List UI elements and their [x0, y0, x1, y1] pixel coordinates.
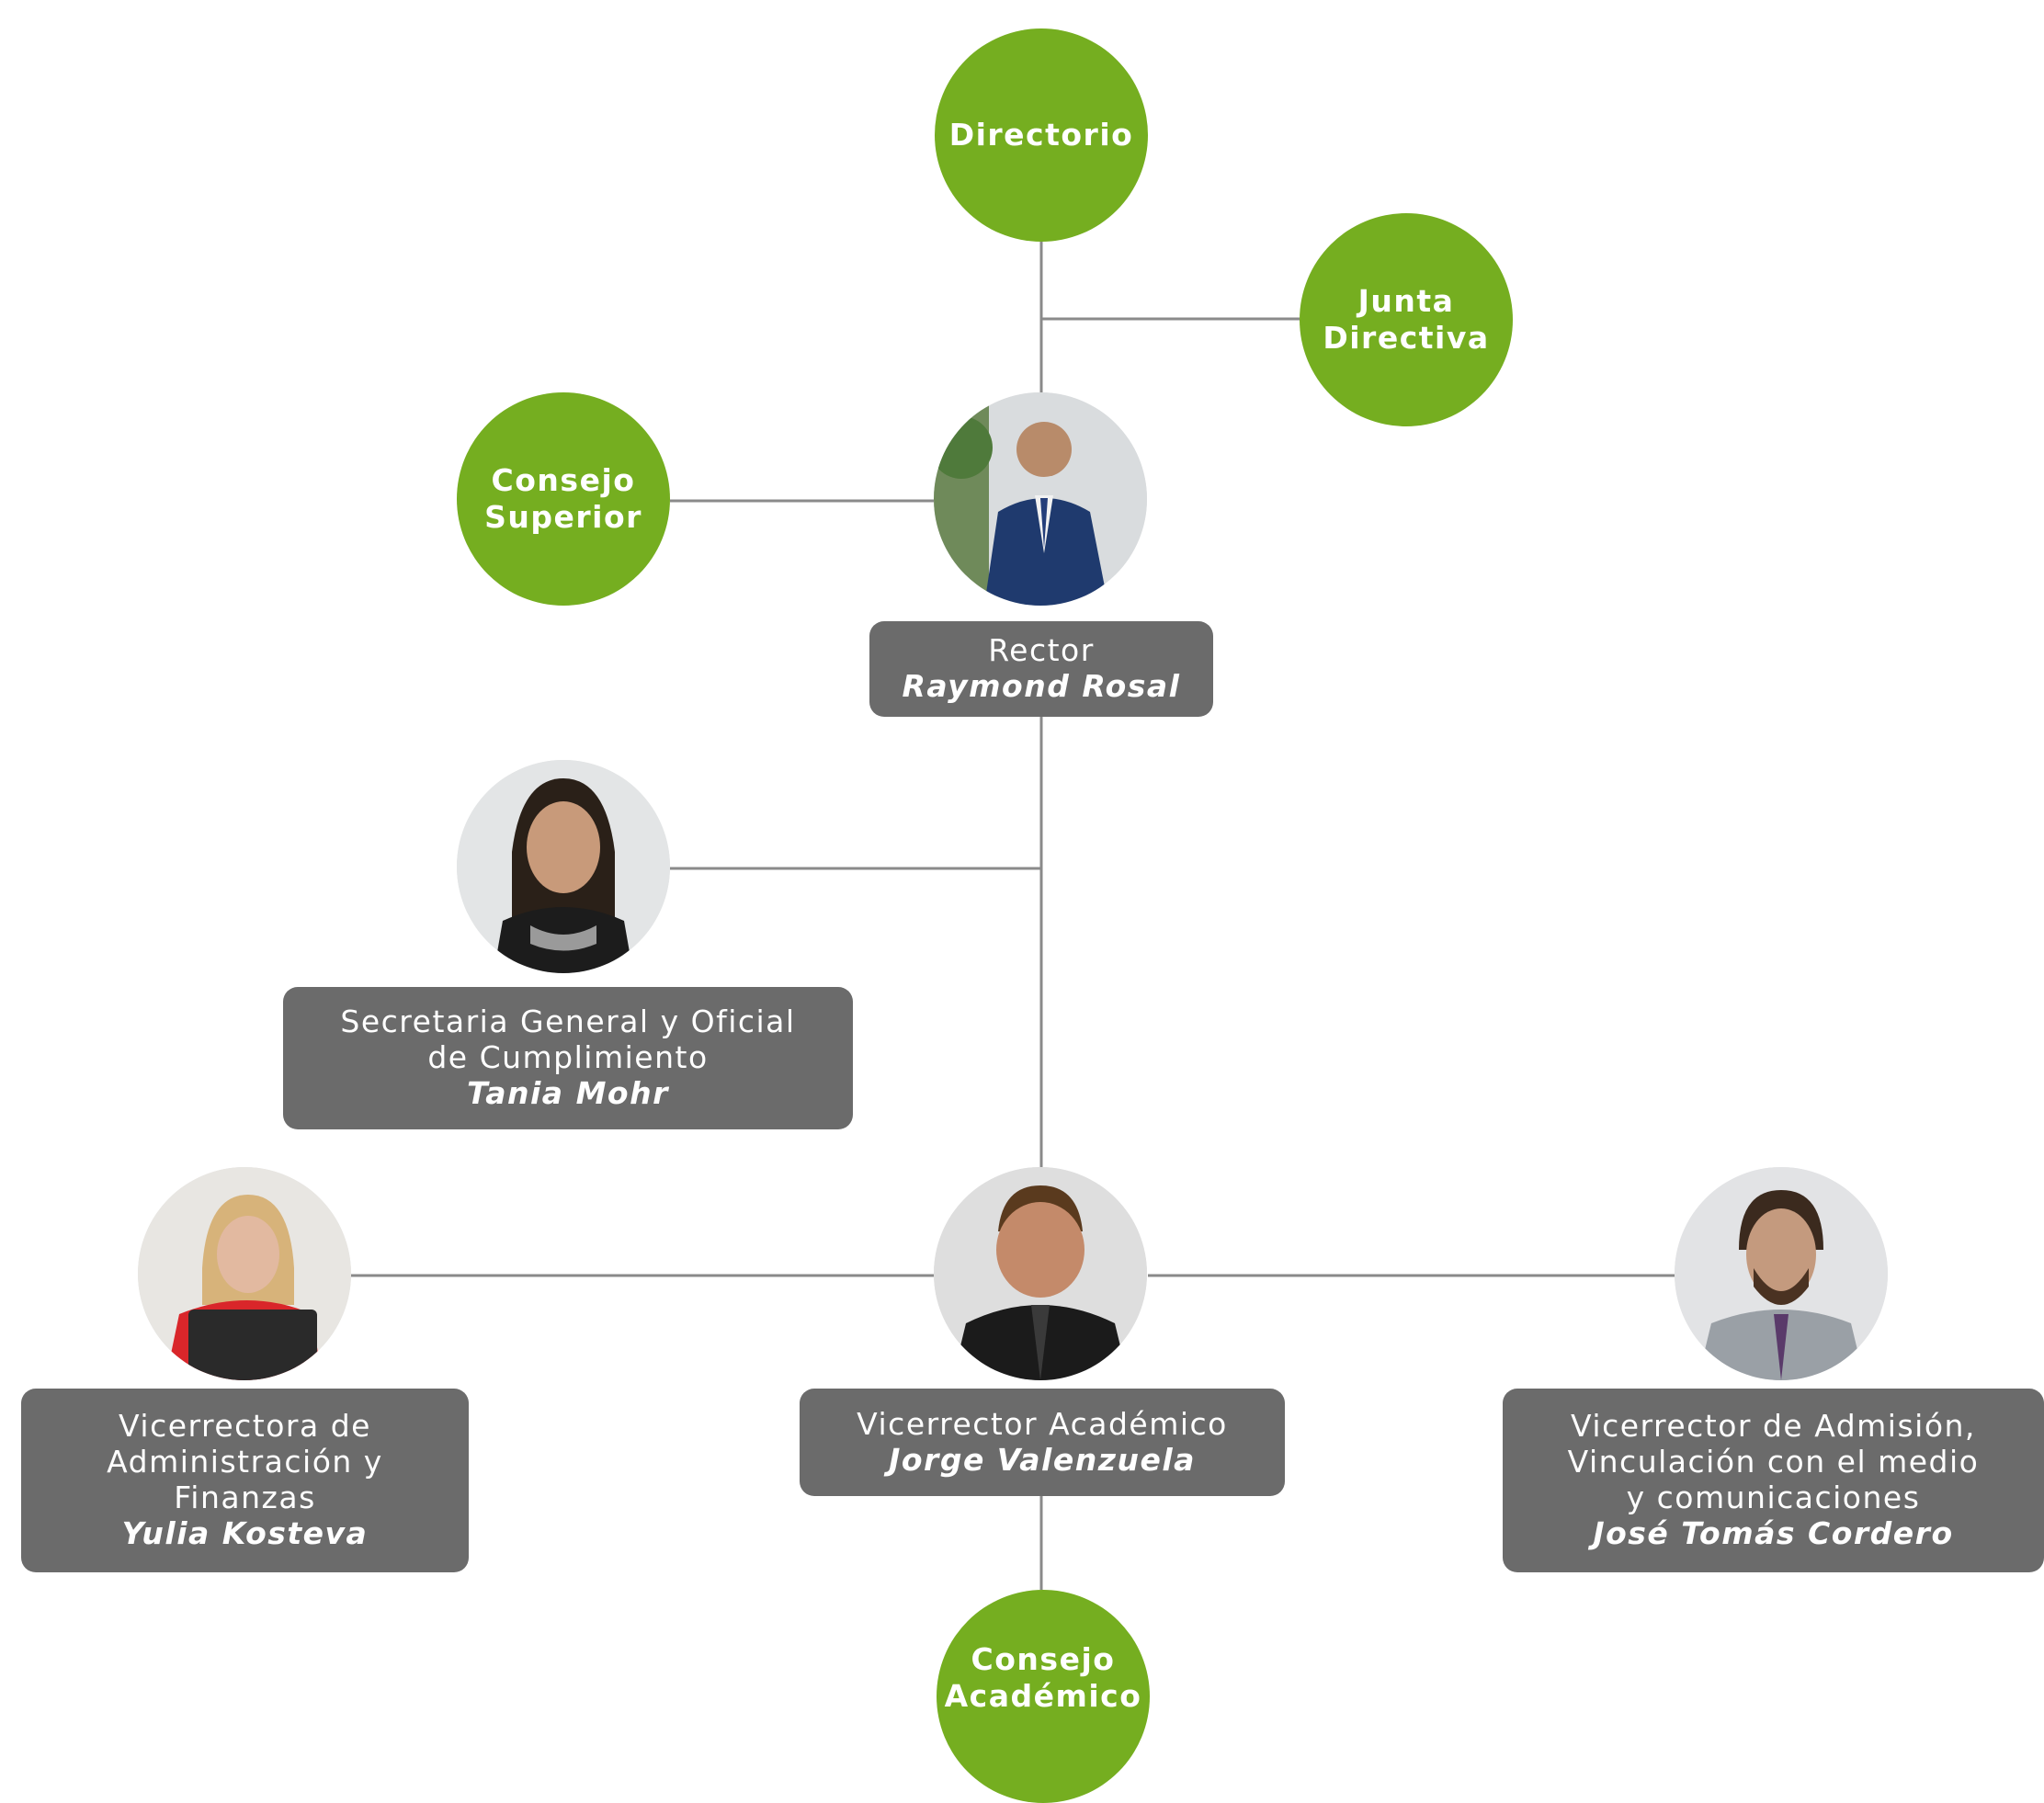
consejo-academico-node: Consejo Académico: [937, 1590, 1150, 1803]
vicerrectora-admin-photo: [138, 1167, 351, 1380]
secretaria-box: Secretaria General y Oficial de Cumplimi…: [283, 987, 853, 1129]
secretaria-role-line-1: Secretaria General y Oficial: [340, 1004, 796, 1040]
vicerrector-admision-photo: [1675, 1167, 1888, 1380]
consejo-superior-label-line-2: Superior: [484, 499, 642, 535]
consejo-academico-label-line-2: Académico: [944, 1678, 1142, 1714]
vicerrectora-admin-role-line-2: Administración y: [107, 1444, 383, 1480]
vicerrector-admision-role-line-3: y comunicaciones: [1626, 1480, 1921, 1515]
vicerrectora-admin-role-line-3: Finanzas: [174, 1480, 316, 1515]
rector-role: Rector: [988, 632, 1095, 669]
vicerrector-academico-photo: [934, 1167, 1147, 1380]
directorio-node: Directorio: [935, 28, 1148, 242]
vicerrector-academico-name: Jorge Valenzuela: [889, 1441, 1196, 1478]
junta-directiva-node: Junta Directiva: [1300, 213, 1513, 426]
consejo-superior-node: Consejo Superior: [457, 392, 670, 606]
secretaria-role-line-2: de Cumplimiento: [427, 1039, 709, 1076]
consejo-academico-label-line-1: Consejo: [971, 1640, 1116, 1677]
secretaria-name: Tania Mohr: [467, 1074, 669, 1111]
vicerrectora-admin-box: Vicerrectora de Administración y Finanza…: [21, 1389, 469, 1572]
vicerrector-admision-box: Vicerrector de Admisión, Vinculación con…: [1503, 1389, 2044, 1572]
vicerrector-admision-role-line-1: Vicerrector de Admisión,: [1571, 1408, 1976, 1445]
vicerrectora-admin-name: Yulia Kosteva: [121, 1514, 369, 1551]
vicerrector-academico-role: Vicerrector Académico: [857, 1405, 1228, 1442]
rector-box: Rector Raymond Rosal: [869, 621, 1213, 717]
vicerrector-admision-role-line-2: Vinculación con el medio: [1567, 1444, 1980, 1480]
consejo-superior-label-line-1: Consejo: [491, 461, 636, 498]
vicerrector-academico-box: Vicerrector Académico Jorge Valenzuela: [800, 1389, 1285, 1496]
secretaria-photo: [457, 760, 670, 973]
rector-photo: [934, 392, 1147, 606]
vicerrector-admision-name: José Tomás Cordero: [1593, 1514, 1954, 1551]
junta-directiva-label-line-2: Directiva: [1323, 320, 1490, 356]
vicerrectora-admin-role-line-1: Vicerrectora de: [119, 1408, 371, 1445]
directorio-label: Directorio: [948, 116, 1134, 153]
rector-name: Raymond Rosal: [902, 668, 1181, 704]
junta-directiva-label-line-1: Junta: [1357, 282, 1455, 319]
